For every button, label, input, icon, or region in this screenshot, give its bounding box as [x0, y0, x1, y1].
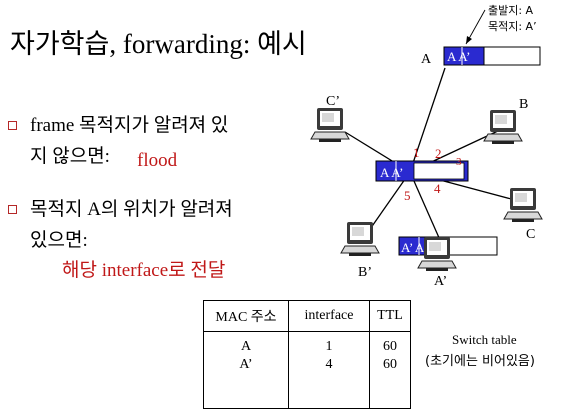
table-body-row: A A’ 1 4 60 60 — [203, 331, 411, 409]
table-cell-mac: A — [240, 339, 252, 354]
host-label-c: C — [526, 227, 535, 242]
forward-action: 해당 interface로 전달 — [62, 260, 226, 281]
frame-bottom-label: A’ A — [401, 240, 425, 255]
frame-top-label: A A’ — [447, 49, 470, 64]
table-caption-note: (초기에는 비어있음) — [425, 354, 535, 369]
host-label-c-prime: C’ — [326, 94, 340, 109]
link-b-prime — [367, 171, 411, 233]
switch-frame-label: A A’ — [380, 165, 403, 180]
host-label-b-prime: B’ — [358, 265, 372, 280]
host-b-prime-computer-icon — [340, 221, 380, 257]
page-title: 자가학습, forwarding: 예시 — [10, 29, 307, 59]
table-cell-ttl: 60 — [383, 339, 397, 354]
ttl-column: 60 60 — [369, 331, 411, 409]
port-label-3: 3 — [456, 156, 462, 168]
host-c-prime-computer-icon — [310, 107, 350, 143]
host-label-a-prime: A’ — [434, 274, 447, 289]
column-header-interface: interface — [288, 300, 370, 332]
table-caption-title: Switch table — [452, 332, 517, 347]
bullet-marker — [8, 121, 17, 130]
host-label-a: A — [421, 52, 432, 67]
bullet-2-line-2: 있으면: — [30, 230, 88, 251]
port-label-2: 2 — [435, 146, 442, 161]
table-cell-interface: 1 — [325, 339, 333, 354]
flood-action: flood — [137, 150, 178, 171]
table-cell-mac: A’ — [239, 357, 253, 372]
host-b-computer-icon — [483, 109, 523, 145]
port-label-1: 1 — [413, 145, 420, 160]
table-cell-interface: 4 — [325, 357, 333, 372]
switch-table: MAC 주소 interface TTL A A’ 1 4 60 60 — [203, 300, 411, 409]
mac-column: A A’ — [203, 331, 289, 409]
table-cell-ttl: 60 — [383, 357, 397, 372]
interface-column: 1 4 — [288, 331, 370, 409]
bullet-1-line-2: 지 않으면: — [30, 146, 110, 167]
port-label-5: 5 — [404, 188, 411, 203]
bullet-marker — [8, 205, 17, 214]
switch-frame-tail — [413, 162, 465, 180]
column-header-ttl: TTL — [369, 300, 411, 332]
bullet-2-line-1: 목적지 A의 위치가 알려져 — [30, 199, 233, 220]
host-c-computer-icon — [503, 187, 543, 223]
bullet-1-line-1: frame 목적지가 알려져 있 — [30, 115, 229, 136]
column-header-mac: MAC 주소 — [203, 300, 289, 332]
link-a-prime — [409, 171, 441, 241]
callout-dest: 목적지: A’ — [488, 20, 537, 33]
callout-source: 출발지: A — [488, 4, 534, 17]
link-a — [409, 67, 446, 173]
port-label-4: 4 — [434, 181, 441, 196]
host-label-b: B — [519, 97, 528, 112]
